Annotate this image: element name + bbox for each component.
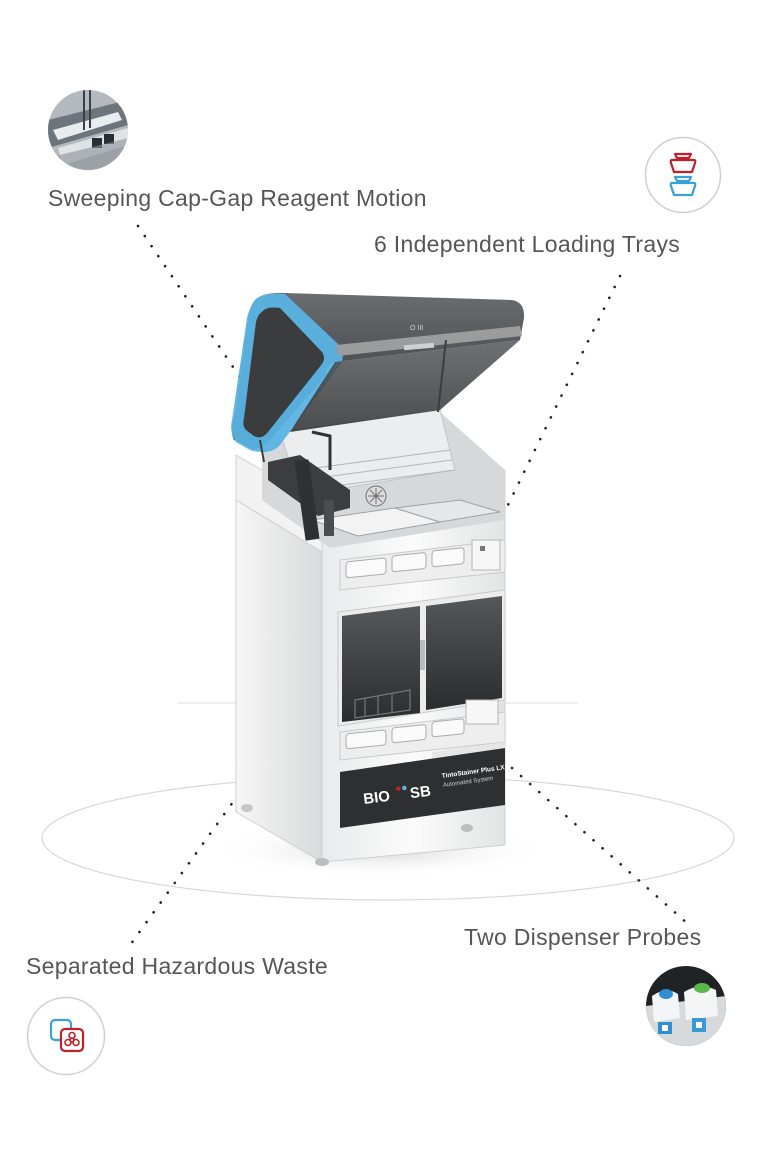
logo-dot-blue: [402, 785, 407, 791]
slide-closeup-photo-icon: [48, 90, 128, 170]
feature-label-waste: Separated Hazardous Waste: [26, 953, 328, 979]
feature-label-probes: Two Dispenser Probes: [464, 924, 702, 950]
dispenser-probes-photo-icon: [646, 966, 726, 1046]
biohazard-icon: [26, 996, 106, 1076]
leader-line-sweeping: [136, 224, 264, 412]
brand-left: BIO: [362, 788, 391, 808]
feature-label-sweeping: Sweeping Cap-Gap Reagent Motion: [48, 185, 427, 211]
stacked-trays-icon: [644, 136, 722, 214]
brand-right: SB: [409, 783, 432, 802]
feature-label-trays: 6 Independent Loading Trays: [374, 231, 681, 257]
brand-logo: BIO SB: [362, 783, 432, 808]
leader-line-trays: [506, 274, 622, 507]
svg-text:O III: O III: [410, 325, 423, 332]
logo-dot-red: [396, 786, 401, 791]
staining-instrument: O III: [231, 292, 525, 866]
